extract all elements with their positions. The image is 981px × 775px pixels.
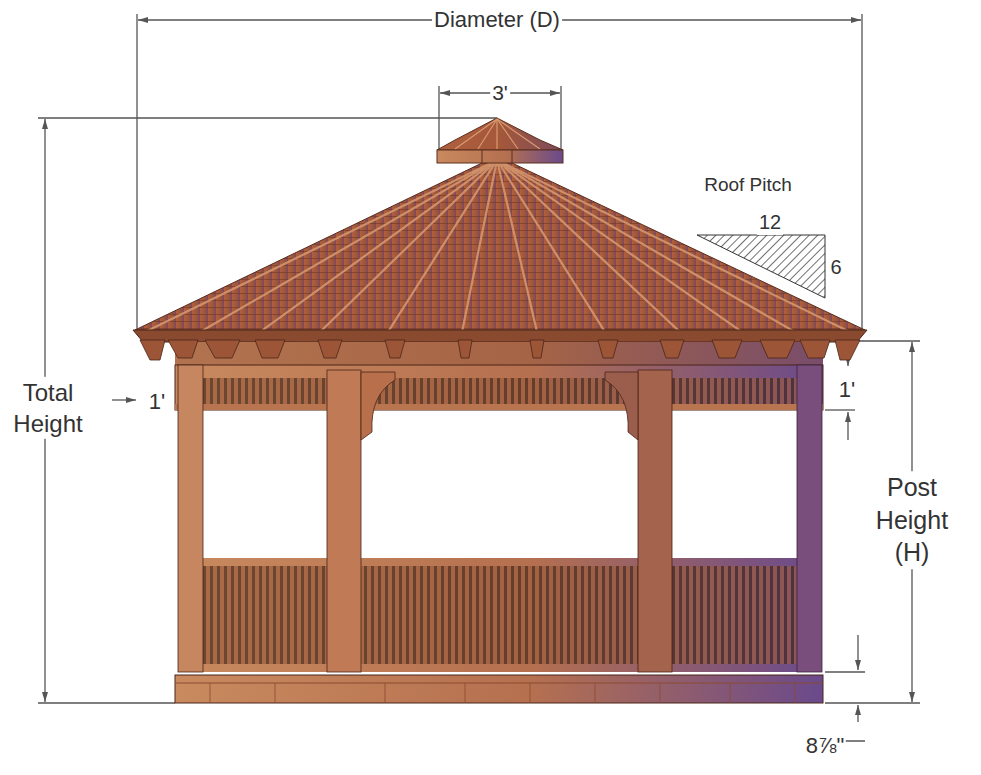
- dimension-label: Post Height (H): [861, 471, 963, 569]
- dimension-label: Diameter (D): [432, 6, 562, 35]
- dimension-label: 8⅞": [804, 732, 846, 761]
- dimension-label: Total Height: [3, 377, 93, 439]
- pitch-number: 6: [828, 254, 843, 280]
- pitch-number: 12: [757, 209, 783, 235]
- dimension-label: 3': [490, 79, 510, 106]
- dimension-label: 1': [837, 376, 857, 405]
- note-label: Roof Pitch: [702, 173, 794, 198]
- dimension-label: 1': [147, 388, 167, 417]
